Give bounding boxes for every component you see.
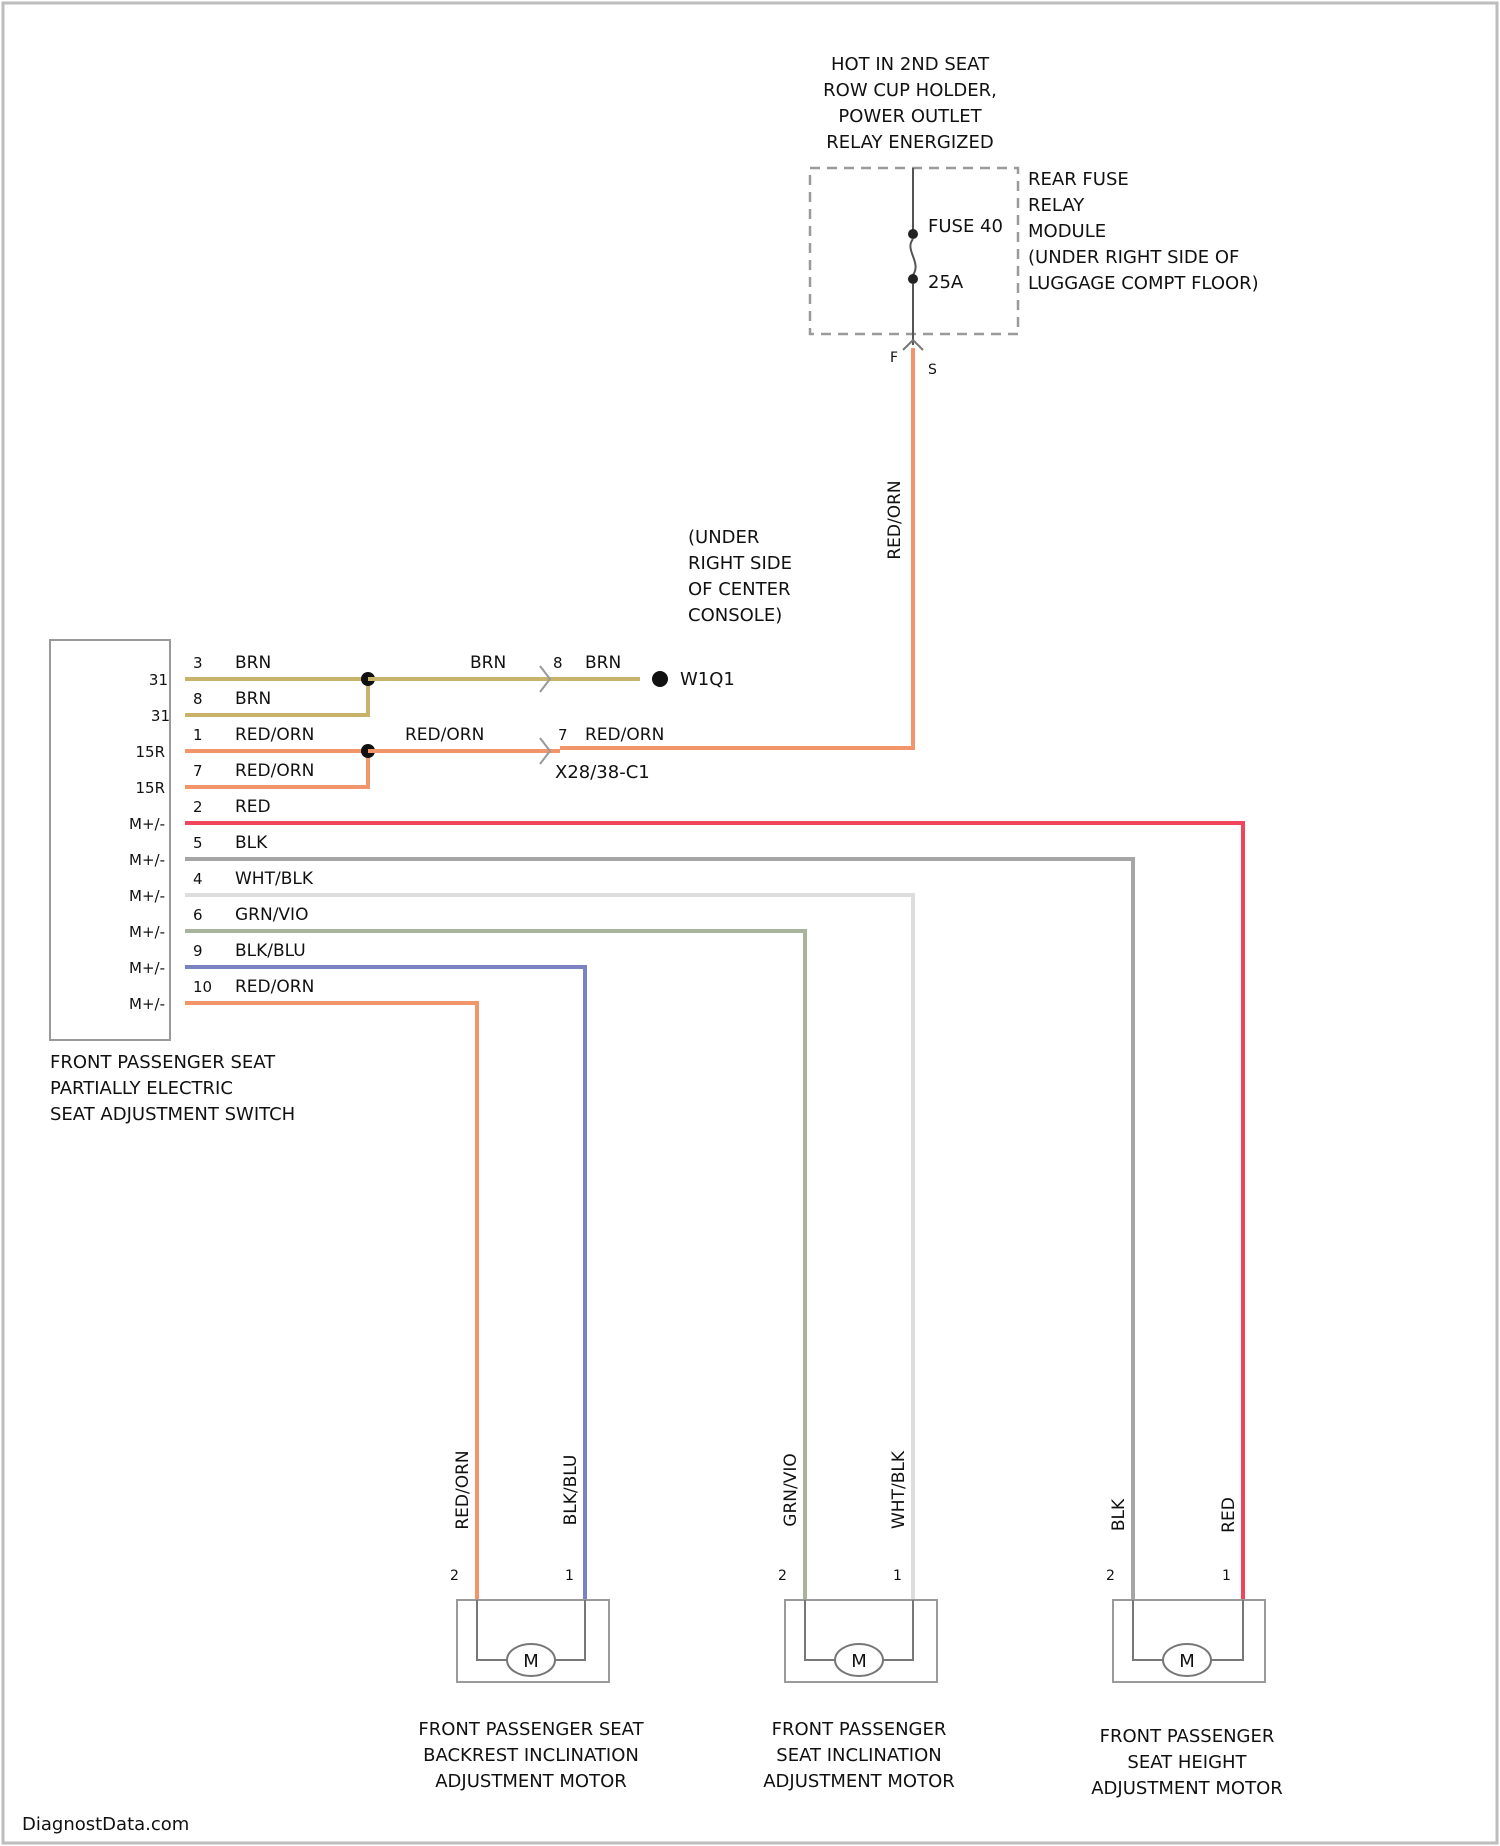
motor-2-right-wire-label: WHT/BLK: [889, 1450, 909, 1529]
relay-title-line-3: POWER OUTLET: [838, 106, 982, 127]
module-line-3: MODULE: [1028, 221, 1106, 242]
switch-caption-line-2: PARTIALLY ELECTRIC: [50, 1078, 233, 1099]
motor-2-left-pin: 2: [778, 1568, 787, 1584]
pin-color-2: BRN: [235, 689, 271, 709]
module-line-5: LUGGAGE COMPT FLOOR): [1028, 273, 1259, 294]
pin-num-10: 10: [193, 978, 212, 996]
wire-brn-splice-label: BRN: [470, 653, 506, 673]
switch-terminal-5: M+/-: [129, 815, 165, 833]
pin-num-7: 4: [193, 870, 203, 888]
pin-num-1: 3: [193, 654, 203, 672]
location-note-line-1: (UNDER: [688, 527, 759, 548]
motor-1-left-wire-label: RED/ORN: [453, 1450, 473, 1529]
pin-num-2: 8: [193, 690, 203, 708]
motor-3-left-pin: 2: [1106, 1568, 1115, 1584]
motor-2-caption-line-1: FRONT PASSENGER: [772, 1719, 947, 1740]
switch-terminal-9: M+/-: [129, 959, 165, 977]
pin-color-9: BLK/BLU: [235, 941, 306, 961]
pin-color-1: BRN: [235, 653, 271, 673]
pin-num-5: 2: [193, 798, 203, 816]
pin-num-6: 5: [193, 834, 203, 852]
pin-num-4: 7: [193, 762, 203, 780]
switch-terminal-6: M+/-: [129, 851, 165, 869]
location-note-line-4: CONSOLE): [688, 605, 782, 626]
switch-terminal-8: M+/-: [129, 923, 165, 941]
location-note-line-2: RIGHT SIDE: [688, 553, 792, 574]
motor-3-right-wire-label: RED: [1219, 1497, 1239, 1533]
switch-terminal-10: M+/-: [129, 995, 165, 1013]
pin-color-8: GRN/VIO: [235, 905, 308, 925]
ground-point: [652, 671, 668, 687]
motor-1-symbol-letter: M: [523, 1651, 539, 1672]
motor-3-caption-line-2: SEAT HEIGHT: [1127, 1752, 1247, 1773]
motor-2-right-pin: 1: [893, 1568, 902, 1584]
motor-1-right-pin: 1: [565, 1568, 574, 1584]
watermark: DiagnostData.com: [22, 1814, 189, 1835]
relay-title-line-1: HOT IN 2ND SEAT: [831, 54, 990, 75]
motor-1-left-pin: 2: [450, 1568, 459, 1584]
wire-redorn-splice-pin: 7: [558, 726, 568, 744]
location-note-line-3: OF CENTER: [688, 579, 791, 600]
ground-label: W1Q1: [680, 669, 735, 690]
pin-color-6: BLK: [235, 833, 268, 853]
motor-3-symbol-letter: M: [1179, 1651, 1195, 1672]
switch-terminal-7: M+/-: [129, 887, 165, 905]
motor-1-caption-line-3: ADJUSTMENT MOTOR: [435, 1771, 627, 1792]
wire-brn-splice-right-label: BRN: [585, 653, 621, 673]
motor-2-left-wire-label: GRN/VIO: [781, 1453, 801, 1526]
switch-terminal-2: 31: [151, 707, 170, 725]
module-pin-right: S: [928, 362, 937, 378]
fuse-terminal-bottom: [908, 274, 918, 284]
switch-body: [50, 640, 170, 1040]
feed-wire-label: RED/ORN: [885, 480, 905, 559]
motor-3-caption-line-1: FRONT PASSENGER: [1100, 1726, 1275, 1747]
motor-3-left-wire-label: BLK: [1109, 1498, 1129, 1531]
relay-title-line-4: RELAY ENERGIZED: [826, 132, 994, 153]
switch-terminal-4: 15R: [135, 779, 165, 797]
module-pin-left: F: [890, 350, 898, 366]
switch-terminal-3: 15R: [135, 743, 165, 761]
module-line-2: RELAY: [1028, 195, 1085, 216]
switch-caption-line-1: FRONT PASSENGER SEAT: [50, 1052, 276, 1073]
pin-num-8: 6: [193, 906, 203, 924]
fuse-label: FUSE 40: [928, 216, 1003, 237]
motor-2-caption-line-3: ADJUSTMENT MOTOR: [763, 1771, 955, 1792]
diagram-frame: [3, 3, 1497, 1843]
motor-2-caption-line-2: SEAT INCLINATION: [776, 1745, 941, 1766]
motor-2-symbol-letter: M: [851, 1651, 867, 1672]
pin-num-9: 9: [193, 942, 203, 960]
switch-terminal-1: 31: [149, 671, 168, 689]
pin-color-10: RED/ORN: [235, 977, 314, 997]
fuse-rating: 25A: [928, 272, 964, 293]
pin-num-3: 1: [193, 726, 203, 744]
switch-caption-line-3: SEAT ADJUSTMENT SWITCH: [50, 1104, 295, 1125]
wire-brn-splice-pin: 8: [553, 654, 563, 672]
pin-color-3: RED/ORN: [235, 725, 314, 745]
pin-color-4: RED/ORN: [235, 761, 314, 781]
wire-redorn-splice-label: RED/ORN: [405, 725, 484, 745]
module-line-4: (UNDER RIGHT SIDE OF: [1028, 247, 1239, 268]
motor-1-caption-line-2: BACKREST INCLINATION: [423, 1745, 639, 1766]
pin-color-7: WHT/BLK: [235, 869, 314, 889]
motor-1-caption-line-1: FRONT PASSENGER SEAT: [418, 1719, 644, 1740]
pin-color-5: RED: [235, 797, 271, 817]
connector-label: X28/38-C1: [555, 762, 650, 783]
motor-1-right-wire-label: BLK/BLU: [561, 1455, 581, 1526]
motor-3-caption-line-3: ADJUSTMENT MOTOR: [1091, 1778, 1283, 1799]
fuse-terminal-top: [908, 229, 918, 239]
wire-redorn-splice-right-label: RED/ORN: [585, 725, 664, 745]
motor-3-right-pin: 1: [1222, 1568, 1231, 1584]
module-line-1: REAR FUSE: [1028, 169, 1129, 190]
relay-title-line-2: ROW CUP HOLDER,: [823, 80, 997, 101]
